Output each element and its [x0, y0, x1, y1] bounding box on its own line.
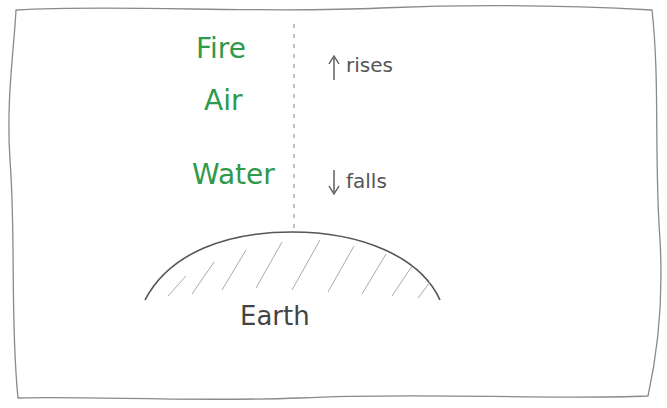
rise-arrow — [329, 56, 339, 80]
element-label: Fire — [196, 34, 246, 65]
earth-dome — [145, 232, 440, 300]
element-label: Water — [192, 160, 275, 191]
element-label: Air — [204, 86, 242, 117]
earth-label: Earth — [240, 302, 310, 331]
earth-hatching — [168, 240, 430, 298]
motion-label: falls — [346, 170, 387, 192]
world-outline — [9, 6, 661, 400]
motion-label: rises — [346, 54, 393, 76]
divider-line — [293, 24, 294, 232]
fall-arrow — [329, 170, 339, 194]
